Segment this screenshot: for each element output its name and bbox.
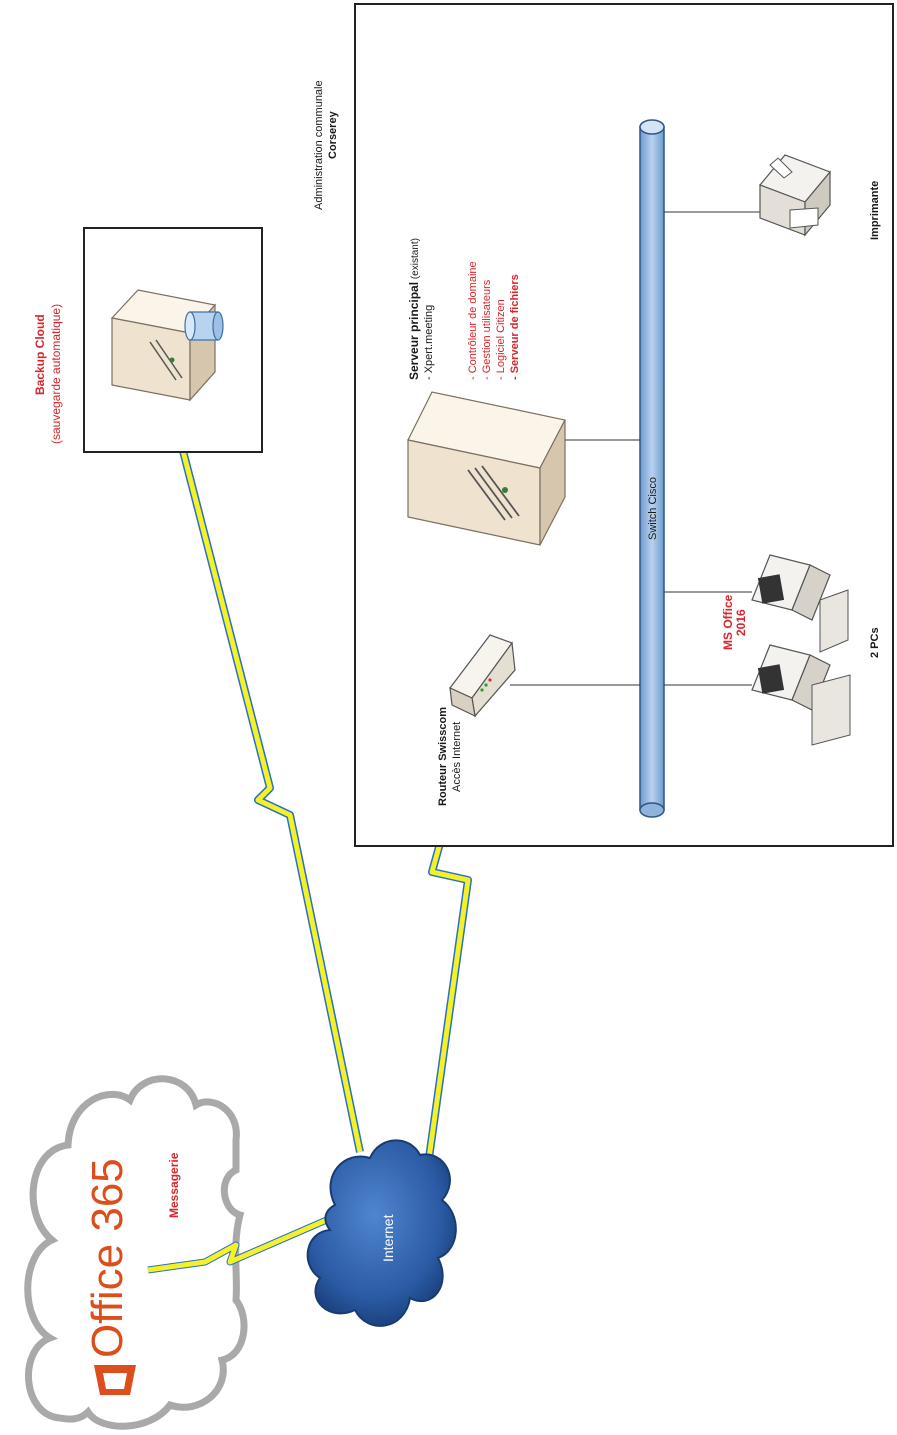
- pc-icon-1: [751, 554, 849, 653]
- pcs-count-label: 2 PCs: [869, 627, 881, 658]
- printer-label: Imprimante: [869, 181, 881, 240]
- router-icon: [449, 634, 516, 718]
- server-item-xpert: - Xpert.meeting: [423, 305, 435, 380]
- server-item-controleur: - Contrôleur de domaine: [467, 261, 479, 380]
- office365-text: Office 365: [83, 1158, 132, 1358]
- server-title: Serveur principal (existant): [407, 238, 421, 380]
- router-line2: Accès Internet: [451, 722, 463, 792]
- server-title-main: Serveur principal: [407, 282, 421, 380]
- pc-icon-2: [751, 644, 851, 746]
- server-item-fichiers: - Serveur de fichiers: [509, 274, 521, 380]
- backup-server-icon: [110, 289, 217, 402]
- admin-title-line2: Corserey: [327, 110, 339, 159]
- wan-links: [147, 446, 484, 1274]
- backup-subtitle: (sauvegarde automatique): [49, 304, 63, 444]
- office-logo-icon: [94, 1365, 136, 1395]
- ms-office-caption-line1: MS Office: [721, 594, 735, 650]
- backup-title: Backup Cloud: [33, 314, 47, 395]
- cloud-outline: [24, 1075, 248, 1430]
- database-icon: [184, 311, 224, 341]
- admin-title-line1: Administration communale: [313, 80, 325, 210]
- router-line1: Routeur Swisscom: [437, 707, 449, 806]
- office365-cloud: Office 365: [24, 1075, 248, 1430]
- messagerie-caption: Messagerie: [167, 1152, 181, 1218]
- ms-office-caption-line2: 2016: [734, 609, 748, 636]
- internet-cloud-icon: [306, 1139, 457, 1327]
- server-item-gestion: - Gestion utilisateurs: [481, 279, 493, 380]
- switch-label: Switch Cisco: [647, 477, 659, 540]
- server-title-suffix: (existant): [410, 238, 421, 282]
- switch-cisco-icon: [639, 119, 665, 818]
- server-item-citizen: - Logiciel Citizen: [495, 299, 507, 380]
- internet-label: Internet: [380, 1214, 396, 1262]
- main-server-icon: [407, 391, 566, 546]
- lan-connections: [510, 211, 760, 686]
- printer-icon: [758, 154, 832, 237]
